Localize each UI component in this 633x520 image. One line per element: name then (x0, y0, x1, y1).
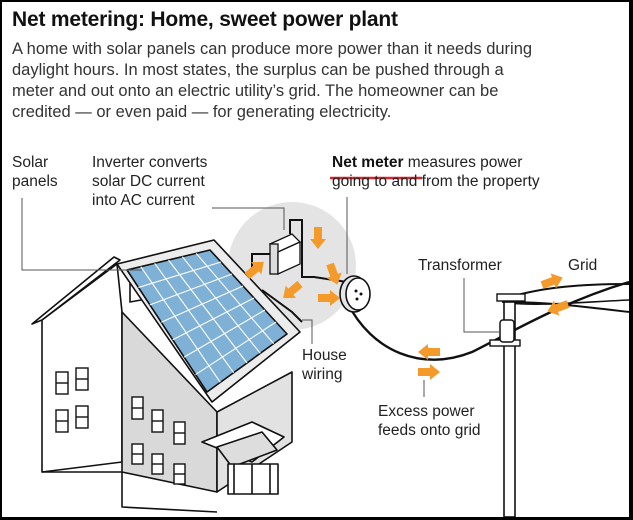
house-wiring-line (261, 289, 303, 323)
intro-line: A home with solar panels can produce mor… (12, 40, 533, 58)
utility-pole (489, 293, 526, 517)
flow-arrow-icon (544, 296, 571, 320)
label-solar-panels: Solar panels (12, 153, 58, 191)
panel-grid-line (161, 285, 244, 323)
panel-grid-line (195, 252, 275, 345)
label-line: Solar (12, 154, 49, 171)
label-net-meter: Net meter measures power going to and fr… (332, 153, 540, 191)
label-line: solar DC current (92, 173, 205, 190)
wiring-line (251, 253, 270, 272)
flow-arrow-icon (418, 344, 440, 360)
transformer-icon (499, 319, 515, 343)
label-line: wiring (302, 366, 343, 383)
intro-line: credited — or even paid — for generating… (12, 103, 392, 121)
panel-grid-line (138, 261, 222, 288)
intro-text: A home with solar panels can produce mor… (12, 39, 622, 123)
flow-arrow-icon (418, 364, 440, 380)
label-grid: Grid (568, 257, 598, 274)
label-line: panels (12, 173, 58, 190)
grid-wire (345, 280, 629, 361)
page-title: Net metering: Home, sweet power plant (12, 8, 398, 31)
panel-grid-line (154, 263, 235, 373)
panel-grid-line (183, 309, 266, 358)
leader-line-inverter (212, 207, 285, 230)
label-line: Net meter measures power (332, 153, 540, 172)
panel-grid-line (172, 297, 255, 341)
label-line: feeds onto grid (378, 422, 481, 439)
intro-line: daylight hours. In most states, the surp… (12, 61, 504, 79)
label-excess-power: Excess power feeds onto grid (378, 402, 481, 440)
label-transformer: Transformer (418, 257, 502, 274)
panel-grid-line (149, 273, 233, 306)
panel-grid-line (168, 259, 248, 364)
net-meter-term: Net meter (332, 154, 404, 171)
net-meter-icon (339, 275, 371, 313)
label-line: going to and from the property (332, 173, 540, 190)
intro-line: meter and out onto an electric utility’s… (12, 82, 499, 100)
label-house-wiring: House wiring (302, 346, 347, 384)
inverter-icon (268, 233, 302, 276)
panel-grid-line (181, 256, 261, 354)
label-line: into AC current (92, 192, 195, 209)
label-line: Inverter converts (92, 154, 208, 171)
leader-line-solar (21, 198, 142, 271)
net-meter-desc: measures power (403, 154, 523, 171)
solar-panel-grid (138, 252, 277, 383)
leader-line-transformer (463, 278, 500, 333)
house-windows (55, 367, 186, 485)
wiring-line (289, 219, 348, 283)
label-line: Excess power (378, 403, 475, 420)
solar-panel (126, 249, 288, 393)
label-inverter: Inverter converts solar DC current into … (92, 153, 207, 210)
panel-grid-line (140, 266, 221, 383)
leader-line-house-wiring (302, 319, 313, 344)
label-line: House (302, 347, 347, 364)
panel-grid-line (195, 321, 277, 376)
